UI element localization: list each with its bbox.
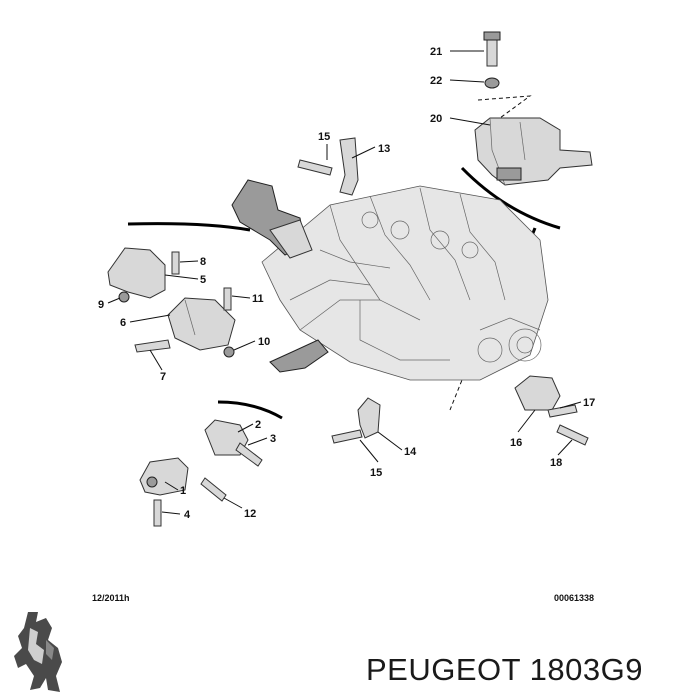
callout-6: 6	[120, 317, 126, 329]
part-20-engine-mount	[474, 117, 593, 186]
footer-date: 12/2011h	[92, 593, 130, 603]
part-18-stud	[556, 424, 589, 446]
part-15-bolt-top	[297, 159, 333, 176]
part-11-bolt	[223, 287, 232, 311]
part-22-washer	[484, 77, 500, 89]
part-10-nut	[223, 346, 235, 358]
callout-14: 14	[404, 446, 417, 458]
callout-12: 12	[244, 508, 256, 520]
part-2-bracket	[204, 419, 249, 456]
callout-5: 5	[200, 274, 206, 286]
callout-15-top: 15	[318, 131, 330, 143]
footer-code: 00061338	[554, 593, 594, 603]
callout-22: 22	[430, 75, 442, 87]
part-13-bracket	[339, 137, 359, 196]
part-5-mount	[107, 247, 166, 299]
part-12-stud	[200, 477, 227, 502]
section-arc-bottom-left	[217, 400, 283, 420]
callout-4: 4	[184, 509, 191, 521]
part-15-bolt-bottom	[331, 429, 363, 444]
callout-21: 21	[430, 46, 442, 58]
callout-10: 10	[258, 336, 270, 348]
part-16-bracket	[514, 375, 561, 411]
callout-1: 1	[180, 485, 186, 497]
guide-line-top-right	[477, 95, 532, 119]
callout-11: 11	[252, 293, 264, 305]
engine-block	[261, 185, 549, 381]
leader-lines	[107, 50, 582, 515]
torque-rod-mount	[269, 339, 329, 373]
part-7-stud	[134, 339, 171, 353]
peugeot-lion-icon	[14, 612, 62, 692]
callout-3: 3	[270, 433, 276, 445]
section-arc-left	[127, 222, 251, 232]
callout-16: 16	[510, 437, 522, 449]
callout-2: 2	[255, 419, 261, 431]
callout-18: 18	[550, 457, 562, 469]
section-arc-top-right	[460, 166, 561, 230]
callout-13: 13	[378, 143, 390, 155]
callout-20: 20	[430, 113, 442, 125]
part-9-nut	[118, 291, 130, 303]
callout-15-bottom: 15	[370, 467, 382, 479]
part-14-bracket	[357, 397, 381, 439]
callout-8: 8	[200, 256, 206, 268]
part-4-bolt	[153, 499, 162, 527]
part-8-bolt	[171, 251, 180, 275]
brand-caption: PEUGEOT 1803G9	[366, 652, 643, 687]
callout-9: 9	[98, 299, 104, 311]
part-3-bolt	[235, 442, 263, 467]
callout-17: 17	[583, 397, 595, 409]
callout-7: 7	[160, 371, 166, 383]
part-6-bracket	[167, 297, 236, 351]
